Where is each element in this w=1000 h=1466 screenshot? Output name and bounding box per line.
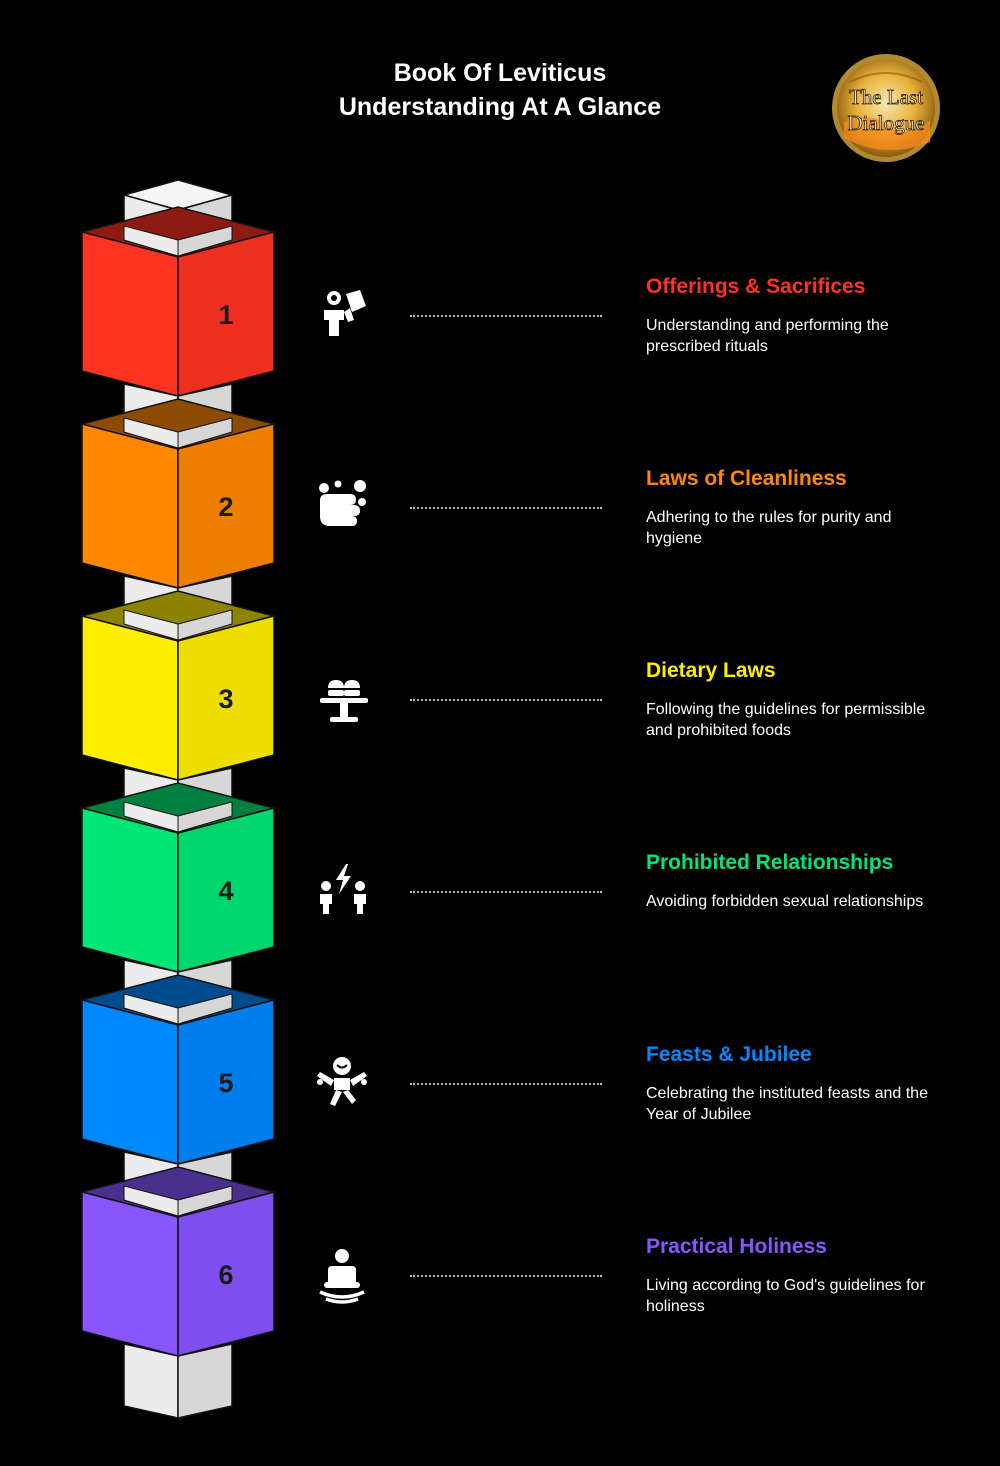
block-inner-post-right — [177, 801, 233, 833]
logo-text-1: The Last — [849, 85, 923, 109]
tower-block-6: 6 — [79, 1166, 277, 1357]
tower-connector-right-6 — [177, 1343, 233, 1419]
tower-connector-left-6 — [123, 1343, 179, 1419]
item-description-3: Following the guidelines for permissible… — [646, 701, 926, 739]
block-left-face — [81, 1191, 179, 1357]
block-left-face — [81, 999, 179, 1165]
block-left-face — [81, 615, 179, 781]
item-description-1: Understanding and performing the prescri… — [646, 317, 889, 355]
dotted-connector-6 — [410, 1275, 602, 1277]
block-left-face — [81, 807, 179, 973]
item-title-1: Offerings & Sacrifices — [646, 275, 866, 298]
block-right-face — [177, 1191, 275, 1357]
dotted-connector-5 — [410, 1083, 602, 1085]
block-number-3: 3 — [218, 684, 233, 714]
tower-block-2: 2 — [79, 398, 277, 589]
logo-text-2: Dialogue — [848, 111, 925, 135]
block-number-5: 5 — [218, 1068, 233, 1098]
title-line-2: Understanding At A Glance — [338, 93, 662, 121]
item-title-2: Laws of Cleanliness — [646, 467, 847, 490]
celebration-icon — [312, 1052, 372, 1112]
dotted-connector-4 — [410, 891, 602, 893]
item-title-3: Dietary Laws — [646, 659, 776, 682]
person-offering-icon — [312, 284, 372, 344]
block-number-1: 1 — [218, 300, 233, 330]
item-title-4: Prohibited Relationships — [646, 851, 894, 874]
hand-washing-icon — [312, 476, 372, 536]
meditation-icon — [312, 1244, 372, 1304]
dotted-connector-3 — [410, 699, 602, 701]
dotted-connector-2 — [410, 507, 602, 509]
numbered-block-tower: 1 2 3 4 5 6 — [79, 179, 277, 1419]
block-right-face — [177, 231, 275, 397]
block-inner-post-right — [177, 993, 233, 1025]
block-left-face — [81, 423, 179, 589]
block-number-2: 2 — [218, 492, 233, 522]
tower-block-1: 1 — [79, 206, 277, 397]
tower-block-5: 5 — [79, 974, 277, 1165]
block-inner-post-right — [177, 417, 233, 449]
item-title-5: Feasts & Jubilee — [646, 1043, 812, 1066]
block-inner-post-right — [177, 609, 233, 641]
dotted-connector-1 — [410, 315, 602, 317]
item-description-2: Adhering to the rules for purity and hyg… — [646, 509, 892, 547]
title-line-1: Book Of Leviticus — [393, 59, 607, 87]
block-right-face — [177, 423, 275, 589]
block-left-face — [81, 231, 179, 397]
item-description-6: Living according to God's guidelines for… — [646, 1277, 925, 1315]
block-number-6: 6 — [218, 1260, 233, 1290]
item-description-4: Avoiding forbidden sexual relationships — [646, 893, 924, 910]
page-title: Book Of Leviticus Understanding At A Gla… — [0, 56, 1000, 124]
the-last-dialogue-logo: The Last Dialogue — [832, 54, 940, 162]
item-title-6: Practical Holiness — [646, 1235, 827, 1258]
block-number-4: 4 — [218, 876, 233, 906]
tower-block-3: 3 — [79, 590, 277, 781]
block-right-face — [177, 615, 275, 781]
block-inner-post-right — [177, 225, 233, 257]
relationship-conflict-icon — [312, 860, 372, 920]
block-right-face — [177, 999, 275, 1165]
food-table-icon — [312, 668, 372, 728]
block-inner-post-right — [177, 1185, 233, 1217]
block-right-face — [177, 807, 275, 973]
tower-block-4: 4 — [79, 782, 277, 973]
item-description-5: Celebrating the instituted feasts and th… — [646, 1085, 928, 1123]
